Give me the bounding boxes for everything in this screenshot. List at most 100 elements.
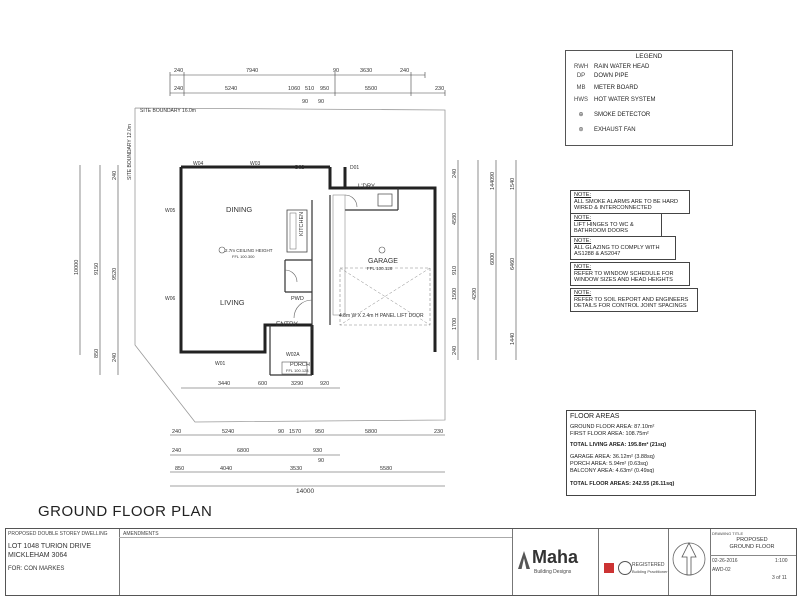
interior-walls xyxy=(269,188,399,376)
title-block: PROPOSED DOUBLE STOREY DWELLING LOT 1048… xyxy=(5,528,797,596)
dim-top-2-b: 5240 xyxy=(225,86,237,92)
page-title: GROUND FLOOR PLAN xyxy=(38,503,213,520)
dim-left-c: 9520 xyxy=(112,268,118,280)
entry-door-swing xyxy=(293,299,313,319)
ldry-door-swing xyxy=(344,194,358,208)
dim-left-a: 10000 xyxy=(74,260,80,275)
meter-board-icon: MB xyxy=(576,85,586,91)
registered-badge-icon xyxy=(618,561,632,575)
room-pwd: PWD xyxy=(291,296,304,302)
legend-item: ⊕SMOKE DETECTOR xyxy=(574,111,650,118)
dim-right-c: 4580 xyxy=(452,213,458,225)
dim-top-1-c: 90 xyxy=(333,68,339,74)
dim-right-k: 240 xyxy=(452,346,458,355)
dim-bot-4-c: 3530 xyxy=(290,466,302,472)
legend-label: DOWN PIPE xyxy=(594,73,629,79)
room-garage: GARAGE xyxy=(368,258,398,265)
registered-sub: Building Practitioner xyxy=(632,569,668,574)
registered-label: REGISTERED xyxy=(632,562,665,568)
window-tag-w04: W04 xyxy=(193,161,204,167)
client: FOR: CON MARKES xyxy=(8,566,65,572)
room-garage-ffl: FFL 100.128 xyxy=(367,266,393,271)
dim-right-b: 1540 xyxy=(510,178,516,190)
note-lift-hinges: NOTE:LIFT HINGES TO WC & BATHROOM DOORS xyxy=(570,213,662,237)
sheet-number: 3 of 11 xyxy=(772,575,787,581)
dim-bot-3-a: 240 xyxy=(172,448,181,454)
dim-bot-1-c: 3290 xyxy=(291,381,303,387)
note-window-schedule: NOTE:REFER TO WINDOW SCHEDULE FOR WINDOW… xyxy=(570,262,690,286)
room-entry: ENTRY xyxy=(276,321,299,328)
window-tag-w01: W01 xyxy=(215,361,226,367)
dim-top-1-d: 3630 xyxy=(360,68,372,74)
dim-right-h: 4290 xyxy=(472,288,478,300)
note-text: ALL GLAZING TO COMPLY WITH AS1288 & AS20… xyxy=(574,244,660,258)
note-head: NOTE: xyxy=(574,238,592,244)
dim-right-a: 240 xyxy=(452,169,458,178)
dim-bot-2-g: 230 xyxy=(434,429,443,435)
legend-label: SMOKE DETECTOR xyxy=(594,112,651,118)
room-porch: PORCH xyxy=(290,362,310,368)
dim-top-2-a: 240 xyxy=(174,86,183,92)
garage-car-space xyxy=(339,267,431,326)
dim-right-l: 1440 xyxy=(510,333,516,345)
legend-item: DP DOWN PIPE xyxy=(574,73,629,79)
amendments-label: AMENDMENTS xyxy=(123,531,159,537)
dim-top-1-b: 7940 xyxy=(246,68,258,74)
site-boundary-line xyxy=(134,107,446,423)
note-text: REFER TO SOIL REPORT AND ENGINEERS DETAI… xyxy=(574,296,689,310)
brand-name: Maha xyxy=(532,547,579,567)
dim-left-e: 240 xyxy=(112,353,118,362)
window-tag-w03: W03 xyxy=(250,161,261,167)
ground-floor-area: GROUND FLOOR AREA: 87.10m² xyxy=(570,424,655,430)
legend-item: ⊛EXHAUST FAN xyxy=(574,126,635,133)
top-dimension-lines xyxy=(169,72,446,96)
dim-bot-1-a: 3440 xyxy=(218,381,230,387)
dim-bot-2-b: 5240 xyxy=(222,429,234,435)
window-tag-w05: W05 xyxy=(165,208,176,214)
smoke-detector-symbol-2 xyxy=(378,246,386,254)
dim-total: 14000 xyxy=(296,488,314,495)
right-dimension-lines xyxy=(457,160,517,360)
dim-top-2-e: 950 xyxy=(320,86,329,92)
note-smoke-alarms: NOTE:ALL SMOKE ALARMS ARE TO BE HARD WIR… xyxy=(570,190,690,214)
dim-left-f: 240 xyxy=(112,171,118,180)
room-living: LIVING xyxy=(220,298,245,307)
exterior-walls xyxy=(179,165,437,375)
dim-right-g: 910 xyxy=(452,266,458,275)
dim-bot-4-a: 850 xyxy=(175,466,184,472)
ceiling-ffl-note: FFL 100.300 xyxy=(232,254,255,259)
dim-right-i: 1500 xyxy=(452,288,458,300)
legend-label: RAIN WATER HEAD xyxy=(594,64,650,70)
balcony-area: BALCONY AREA: 4.63m² (0.49sq) xyxy=(570,468,655,474)
dim-top-2b-a: 90 xyxy=(302,99,308,105)
rain-water-head-icon: RWH xyxy=(574,64,589,70)
drawing-title: PROPOSED GROUND FLOOR xyxy=(729,537,775,550)
drawing-number: AWD-02 xyxy=(712,567,731,573)
brand-cell: Maha Building Designs xyxy=(512,529,599,595)
suburb: MICKLEHAM 3064 xyxy=(8,552,68,559)
amendments-cell: AMENDMENTS xyxy=(119,529,513,595)
note-glazing: NOTE:ALL GLAZING TO COMPLY WITH AS1288 &… xyxy=(570,236,676,260)
note-head: NOTE: xyxy=(574,290,592,296)
project-label: PROPOSED DOUBLE STOREY DWELLING xyxy=(8,531,108,537)
bottom-dimension-lines xyxy=(170,387,445,487)
north-point-cell xyxy=(668,529,711,595)
dim-bot-2-a: 240 xyxy=(172,429,181,435)
project-cell: PROPOSED DOUBLE STOREY DWELLING LOT 1048… xyxy=(6,529,120,595)
dim-bot-1-b: 600 xyxy=(258,381,267,387)
note-head: NOTE: xyxy=(574,215,592,221)
floor-areas-box: FLOOR AREAS GROUND FLOOR AREA: 87.10m² F… xyxy=(566,410,756,496)
room-dining: DINING xyxy=(226,205,252,214)
dim-right-m: 90 xyxy=(490,172,496,178)
drawing-title-label: DRAWING TITLE xyxy=(712,531,744,536)
porch-area: PORCH AREA: 5.94m² (0.63sq) xyxy=(570,461,648,467)
down-pipe-icon: DP xyxy=(576,73,586,79)
room-kitchen: KITCHEN xyxy=(299,212,305,236)
dim-bot-1-d: 920 xyxy=(320,381,329,387)
laundry-trough xyxy=(377,193,393,207)
dim-bot-3-d: 90 xyxy=(318,458,324,464)
room-ldry: L'DRY xyxy=(358,184,375,190)
note-text: REFER TO WINDOW SCHEDULE FOR WINDOW SIZE… xyxy=(574,270,674,284)
